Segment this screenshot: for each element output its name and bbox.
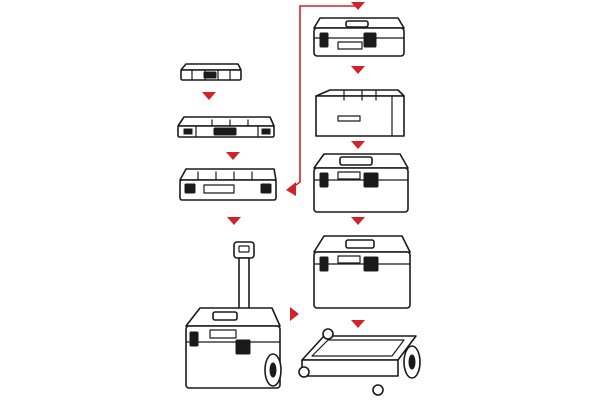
tool-tray-insert xyxy=(315,89,405,137)
mobile-toolbox-trolley xyxy=(185,241,282,389)
large-toolbox xyxy=(313,235,411,309)
connector-line xyxy=(286,5,358,196)
medium-toolbox xyxy=(313,153,409,213)
organizer-tray xyxy=(177,116,275,138)
arrow-down-left-1 xyxy=(202,92,216,100)
organizer-case xyxy=(179,168,277,201)
arrow-right-bottom xyxy=(290,307,299,321)
small-organizer-case xyxy=(180,63,242,81)
arrow-down-right-3 xyxy=(351,217,365,225)
arrow-down-right-2 xyxy=(351,141,365,149)
arrow-down-top xyxy=(351,2,365,10)
arrow-down-right-1 xyxy=(351,66,365,74)
flat-toolbox xyxy=(313,17,405,57)
arrow-down-right-4 xyxy=(351,320,365,328)
wheeled-dolly-platform xyxy=(298,328,421,396)
arrow-down-left-3 xyxy=(227,217,241,225)
arrow-down-left-2 xyxy=(226,152,240,160)
